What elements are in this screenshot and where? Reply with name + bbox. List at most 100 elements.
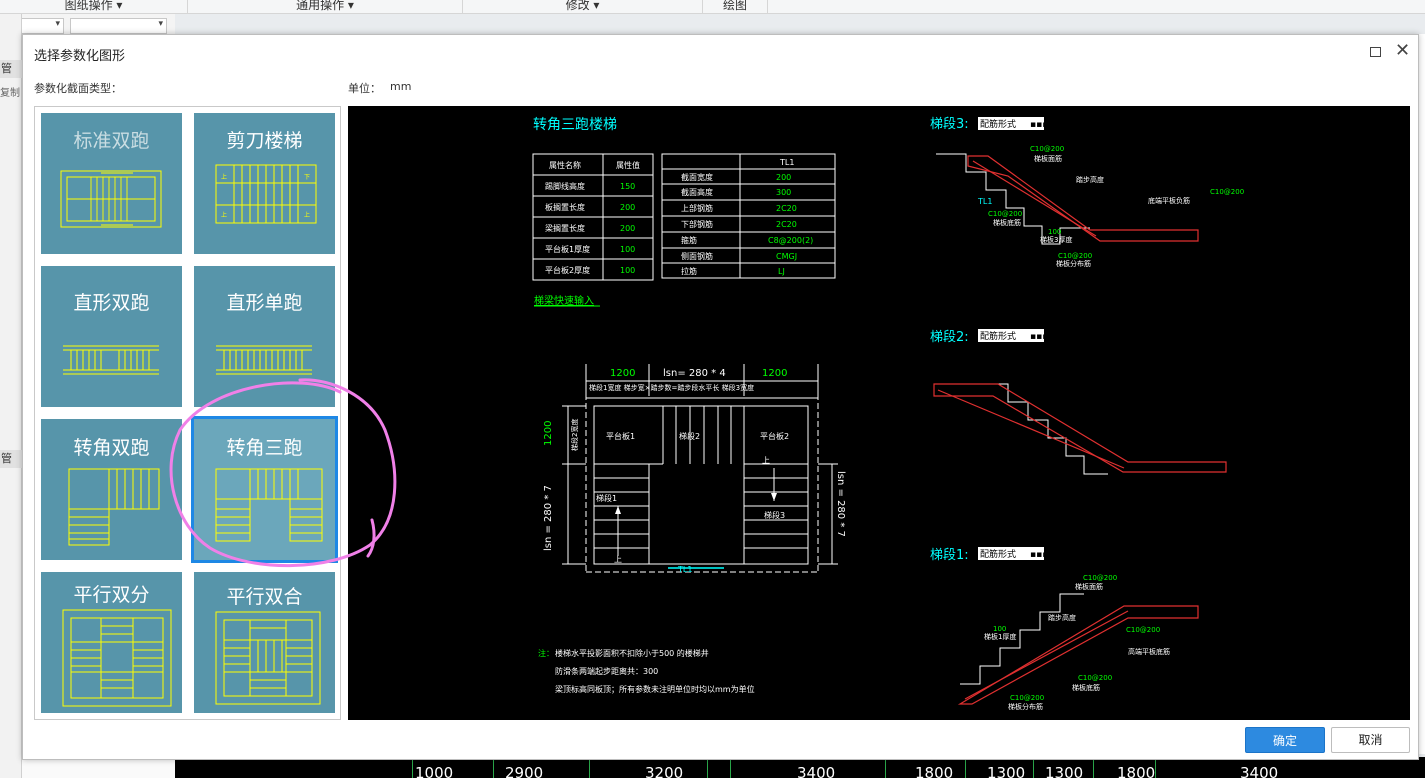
more-icon: ▪▪▪ (1030, 332, 1048, 342)
tile-straight-double-run[interactable]: 直形双跑 (41, 266, 182, 407)
attr-value[interactable]: 100 (620, 266, 635, 275)
tile-standard-double-run[interactable]: 标准双跑 (41, 113, 182, 254)
beam-header: TL1 (779, 158, 794, 167)
corner-double-run-icon (68, 468, 160, 546)
notes-line-3: 梁顶标高同板顶；所有参数未注明单位时均以mm为单位 (555, 684, 755, 694)
standard-double-run-icon (60, 170, 162, 228)
floor-select[interactable]: ▾ (70, 18, 167, 34)
svg-text:梯板1厚度: 梯板1厚度 (984, 632, 1016, 641)
svg-text:TL1: TL1 (977, 197, 992, 206)
beam-prop: 侧面钢筋 (681, 251, 713, 261)
segment-1-rebar-button[interactable] (978, 547, 1044, 560)
tile-label: 转角双跑 (73, 437, 150, 459)
beam-value[interactable]: 2C20 (776, 204, 797, 213)
beam-value[interactable]: LJ (778, 267, 785, 276)
beam-value[interactable]: 2C20 (776, 220, 797, 229)
tile-straight-single-run[interactable]: 直形单跑 (194, 266, 335, 407)
attr-value[interactable]: 200 (620, 224, 635, 233)
ribbon-group-drawing-ops[interactable]: 图纸操作 ▾ (0, 0, 188, 14)
tile-label: 直形单跑 (226, 292, 303, 314)
plan-label: 上 (762, 456, 770, 465)
copy-label[interactable]: 复制 (0, 88, 20, 99)
beam-value[interactable]: 300 (776, 188, 791, 197)
svg-text:C10@200: C10@200 (1030, 145, 1064, 153)
svg-text:底端平板负筋: 底端平板负筋 (1148, 196, 1190, 205)
cad-dim: 1300 (1045, 764, 1084, 778)
more-icon: ▪▪▪ (1030, 120, 1048, 130)
scissor-stair-icon: 上 下 上 上 (215, 164, 317, 224)
svg-text:梯板面筋: 梯板面筋 (1034, 154, 1062, 163)
cad-dim: 1300 (987, 764, 1026, 778)
svg-text:梯板3厚度: 梯板3厚度 (1040, 235, 1072, 244)
svg-text:100: 100 (993, 625, 1006, 633)
segment-1-rebar-label: 配筋形式 (980, 548, 1016, 560)
svg-text:上: 上 (221, 211, 227, 219)
plan-label-tl1: TL1 (677, 565, 692, 574)
svg-text:C10@200: C10@200 (1010, 694, 1044, 702)
shape-type-grid: 标准双跑 剪刀楼梯 (34, 106, 341, 720)
cad-dim: 1800 (915, 764, 954, 778)
svg-text:梯板底筋: 梯板底筋 (1072, 683, 1100, 692)
straight-double-run-icon (63, 345, 159, 375)
cad-dim: 3200 (645, 764, 684, 778)
tile-parallel-double-merge[interactable]: 平行双合 (194, 572, 335, 713)
plan-label: 平台板1 (606, 431, 635, 441)
svg-text:梯板面筋: 梯板面筋 (1075, 582, 1103, 591)
ribbon-group-general-ops[interactable]: 通用操作 ▾ (188, 0, 463, 14)
tile-corner-triple-run[interactable]: 转角三跑 (191, 416, 338, 563)
svg-text:高端平板底筋: 高端平板底筋 (1128, 647, 1170, 656)
beam-value[interactable]: C8@200(2) (768, 236, 813, 245)
attr-name: 梁搁置长度 (545, 223, 585, 233)
beam-prop: 上部钢筋 (681, 203, 713, 213)
more-icon: ▪▪▪ (1030, 550, 1048, 560)
dim-left-width: 1200 (610, 368, 635, 379)
bottom-cad-canvas[interactable]: 1000 2900 3200 3400 1800 1300 1300 1800 … (175, 757, 1425, 778)
beam-prop: 下部钢筋 (681, 219, 713, 229)
attr-value[interactable]: 150 (620, 182, 635, 191)
attr-header-name: 属性名称 (549, 160, 581, 170)
segment-2-title: 梯段2: (930, 330, 969, 345)
ribbon-group-draw[interactable]: 绘图 (703, 0, 768, 14)
ok-button[interactable]: 确定 (1245, 727, 1325, 753)
section-type-label: 参数化截面类型： (34, 82, 122, 95)
attr-header-value: 属性值 (616, 160, 640, 170)
segment-3-rebar-button[interactable] (978, 117, 1044, 130)
cancel-button[interactable]: 取消 (1331, 727, 1410, 753)
preview-title: 转角三跑楼梯 (533, 117, 617, 133)
svg-text:梯板分布筋: 梯板分布筋 (1056, 259, 1091, 268)
notes-line-2: 防滑条两端起步距离共：300 (555, 666, 658, 676)
dim-right-lsn: lsn = 280 * 7 (835, 471, 846, 537)
dim-right-width: 1200 (762, 368, 787, 379)
attr-name: 板搁置长度 (545, 202, 585, 212)
beam-value[interactable]: 200 (776, 173, 791, 182)
beam-quick-input-link[interactable]: 梯梁快速输入 (534, 294, 594, 307)
close-icon[interactable]: ✕ (1395, 40, 1411, 61)
ribbon-bar: 图纸操作 ▾ 通用操作 ▾ 修改 ▾ 绘图 (0, 0, 1425, 14)
svg-text:C10@200: C10@200 (1083, 574, 1117, 582)
segment-2-rebar-button[interactable] (978, 329, 1044, 342)
svg-text:C10@200: C10@200 (1126, 626, 1160, 634)
tile-parallel-double-split[interactable]: 平行双分 (41, 572, 182, 713)
shape-preview-canvas: 转角三跑楼梯 属性名称 属性值 踢脚线高度 板搁置长度 梁搁置长度 平台板1厚度… (348, 106, 1410, 720)
svg-text:C10@200: C10@200 (988, 210, 1022, 218)
attr-name: 平台板1厚度 (545, 244, 590, 254)
svg-text:踏步高度: 踏步高度 (1076, 175, 1104, 184)
cad-dim: 1800 (1117, 764, 1156, 778)
ribbon-group-modify[interactable]: 修改 ▾ (463, 0, 703, 14)
svg-text:C10@200: C10@200 (1078, 674, 1112, 682)
tile-label: 平行双合 (226, 586, 303, 608)
dim-left-lsn: lsn = 280 * 7 (543, 485, 554, 551)
dim-left-top: 1200 (543, 421, 554, 446)
attr-value[interactable]: 200 (620, 203, 635, 212)
tile-scissor-stair[interactable]: 剪刀楼梯 上 下 上 上 (194, 113, 335, 254)
tile-corner-double-run[interactable]: 转角双跑 (41, 419, 182, 560)
svg-text:下: 下 (304, 174, 310, 181)
ribbon-sub-bar: ▾ ▾ (0, 14, 175, 34)
svg-text:上: 上 (304, 211, 310, 219)
attr-value[interactable]: 100 (620, 245, 635, 254)
left-panel-strip: 管理 复制 管理 (0, 14, 22, 778)
plan-label: 梯段1 (596, 493, 617, 503)
beam-value[interactable]: CMGJ (776, 252, 797, 261)
maximize-icon[interactable] (1370, 47, 1381, 57)
cad-dim: 2900 (505, 764, 544, 778)
